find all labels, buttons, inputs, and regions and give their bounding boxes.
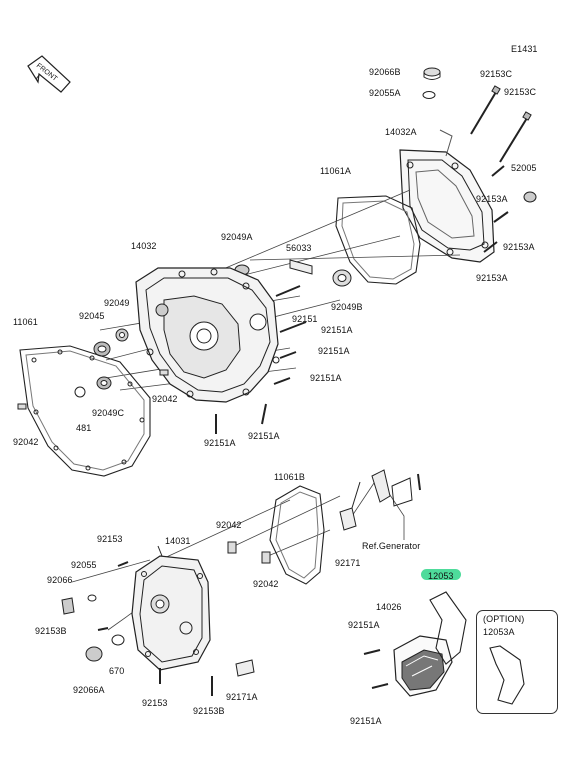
housing-14032-icon [135,267,280,403]
option-part-12053A-icon [489,645,525,705]
seal-92049C-icon [17,369,169,410]
seals-left-icon [93,328,129,357]
label-92049[interactable]: 92049 [104,298,130,308]
label-11061A[interactable]: 11061A [320,166,351,176]
label-14032[interactable]: 14032 [131,241,157,251]
label-92042[interactable]: 92042 [216,520,242,530]
label-92151[interactable]: 92151 [292,314,318,324]
cap-92066B-icon [422,67,441,99]
gasket-11061-icon [19,345,151,477]
label-ref-generator[interactable]: Ref.Generator [362,541,421,551]
label-12053[interactable]: 12053 [428,571,454,581]
label-92151A[interactable]: 92151A [248,431,280,441]
label-92151A[interactable]: 92151A [321,325,353,335]
bolts-92151A-icon [215,285,307,434]
cover-14031-icon [131,545,211,671]
label-92153[interactable]: 92153 [97,534,123,544]
label-92153A[interactable]: 92153A [476,194,508,204]
label-481[interactable]: 481 [76,423,92,433]
cover-14032A-icon [399,129,495,263]
label-92151A[interactable]: 92151A [350,716,382,726]
label-92153A[interactable]: 92153A [476,273,508,283]
leader-lines [71,189,461,631]
label-92042[interactable]: 92042 [152,394,178,404]
label-14031[interactable]: 14031 [165,536,191,546]
label-11061[interactable]: 11061 [13,317,38,327]
label-670[interactable]: 670 [109,666,125,676]
label-92049A[interactable]: 92049A [221,232,253,242]
label-92153C[interactable]: 92153C [480,69,513,79]
label-92066B[interactable]: 92066B [369,67,401,77]
bolts-92153C-icon [470,85,532,163]
dowels-92042-icon [227,541,271,564]
front-arrow-icon [27,55,71,93]
label-92153[interactable]: 92153 [142,698,168,708]
label-92151A[interactable]: 92151A [204,438,236,448]
label-56033[interactable]: 56033 [286,243,312,253]
generator-ref-icon [339,469,421,531]
label-92171[interactable]: 92171 [335,558,361,568]
label-92171A[interactable]: 92171A [226,692,258,702]
label-14032A[interactable]: 14032A [385,127,417,137]
label-92153B[interactable]: 92153B [35,626,67,636]
label-92042[interactable]: 92042 [13,437,39,447]
label-11061B[interactable]: 11061B [274,472,305,482]
label-92055[interactable]: 92055 [71,560,97,570]
label-92151A[interactable]: 92151A [348,620,380,630]
diagram-id: E1431 [511,44,538,54]
label-92153A[interactable]: 92153A [503,242,535,252]
label-92042[interactable]: 92042 [253,579,279,589]
label-92151A[interactable]: 92151A [318,346,350,356]
option-title: (OPTION) [483,614,525,624]
label-92045[interactable]: 92045 [79,311,105,321]
option-box [476,610,558,714]
label-92153B[interactable]: 92153B [193,706,225,716]
label-92153C[interactable]: 92153C [504,87,537,97]
label-52005[interactable]: 52005 [511,163,537,173]
label-92049C[interactable]: 92049C [92,408,125,418]
highlight-12053 [421,569,461,580]
plug-52005-icon [483,165,537,253]
label-14026[interactable]: 14026 [376,602,402,612]
label-92151A[interactable]: 92151A [310,373,342,383]
guard-14026-icon [363,591,467,697]
gasket-11061B-icon [269,485,325,585]
parts-bottom-left-icon [61,561,255,696]
label-92055A[interactable]: 92055A [369,88,401,98]
label-12053A[interactable]: 12053A [483,627,515,637]
label-92049B[interactable]: 92049B [331,302,363,312]
label-92066A[interactable]: 92066A [73,685,105,695]
gasket-11061A-icon [335,195,421,285]
label-92066[interactable]: 92066 [47,575,73,585]
